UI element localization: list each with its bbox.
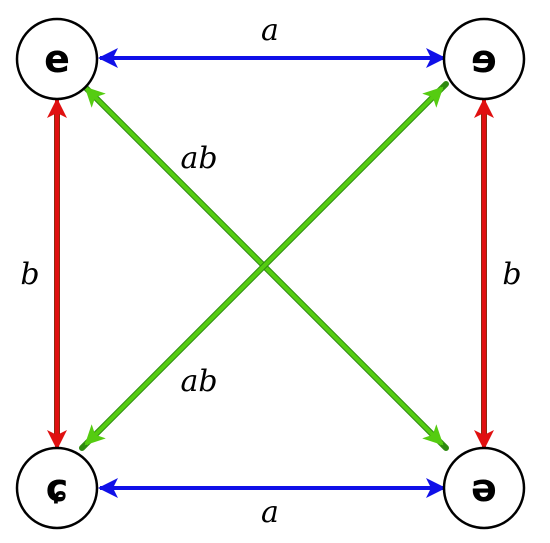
node-bottom-right: ə <box>442 446 526 530</box>
right-edge-label: b <box>502 257 521 292</box>
node-bottom-right-label: ə <box>471 466 497 510</box>
node-top-left: e <box>15 17 99 101</box>
node-top-right: ɘ <box>442 17 526 101</box>
top-edge-label: a <box>261 13 279 48</box>
diagonal-lower-label: ab <box>180 364 217 399</box>
node-top-left-label: e <box>44 37 70 81</box>
diagonal-upper-label: ab <box>180 141 217 176</box>
diagonal-edge-top-right-bottom-left <box>79 81 449 451</box>
node-top-right-label: ɘ <box>471 37 497 81</box>
left-edge-label: b <box>20 257 39 292</box>
bottom-edge-label: a <box>261 495 279 530</box>
node-bottom-left-label: ɕ <box>46 466 69 510</box>
node-bottom-left: ɕ <box>15 446 99 530</box>
